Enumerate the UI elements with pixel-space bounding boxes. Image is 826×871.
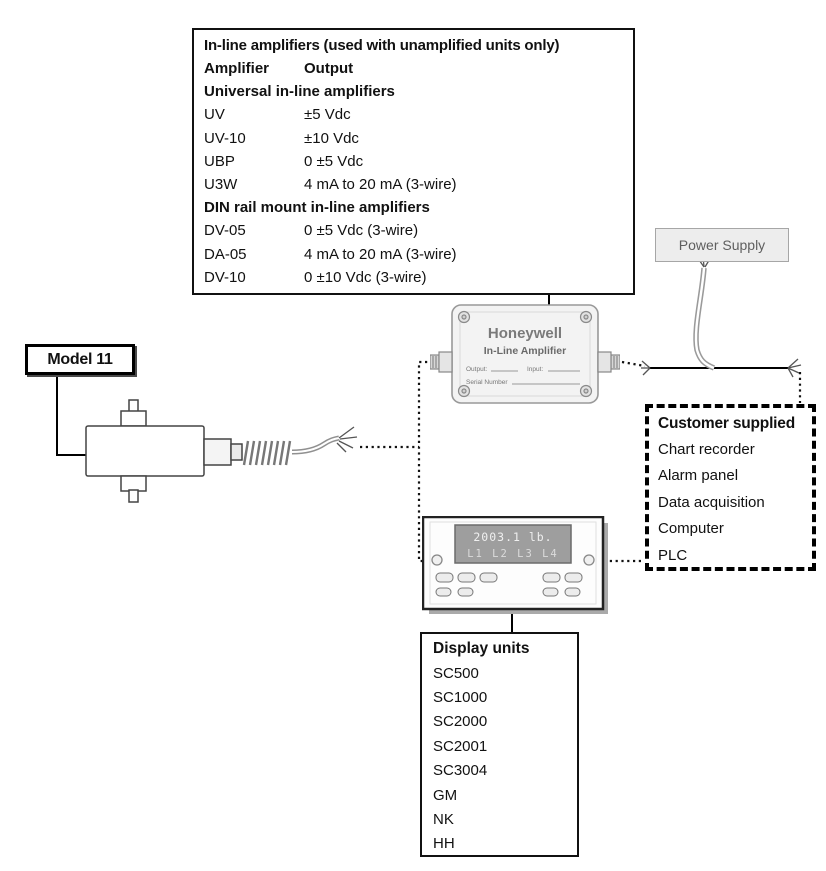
amp-model: UV <box>204 106 225 124</box>
lcd-readout-channels: L1 L2 L3 L4 <box>467 548 559 560</box>
display-unit-item: SC3004 <box>433 762 488 780</box>
cable-gland-left <box>430 351 453 373</box>
column-header-output: Output <box>304 60 354 77</box>
power-supply-box: Power Supply <box>655 228 789 262</box>
display-unit-item: SC500 <box>433 664 479 682</box>
load-cell-body <box>85 399 243 503</box>
display-units-title: Display units <box>433 640 530 657</box>
customer-item: Chart recorder <box>658 441 755 458</box>
load-cell-illustration <box>85 399 358 503</box>
display-units-box: Display units SC500 SC1000 SC2000 SC2001… <box>420 632 579 857</box>
amplifier-serial-label: Serial Number <box>466 379 508 386</box>
mount-hole-left <box>431 554 443 566</box>
customer-item: Alarm panel <box>658 467 739 485</box>
model-11-label-box: Model 11 <box>25 344 135 375</box>
customer-item: Data acquisition <box>658 493 765 511</box>
amplifier-table-title: In-line amplifiers (used with unamplifie… <box>204 37 560 54</box>
amp-model: DV-10 <box>204 268 246 286</box>
amp-output-dotted-line <box>621 360 646 368</box>
mount-hole-right <box>583 554 595 566</box>
amp-output: ±10 Vdc <box>304 129 359 147</box>
amplifier-brand-label: Honeywell <box>488 325 562 342</box>
cable-gland-right <box>597 351 620 373</box>
customer-supplied-title: Customer supplied <box>658 415 795 432</box>
column-header-amplifier: Amplifier <box>204 60 270 77</box>
display-unit-item: HH <box>433 835 455 853</box>
frayed-wires-power-right <box>787 358 802 378</box>
corner-screws <box>457 310 593 398</box>
model-11-label: Model 11 <box>47 350 113 368</box>
amp-output: 0 ±10 Vdc (3-wire) <box>304 268 427 286</box>
frayed-wires-sensor <box>336 426 358 453</box>
amp-output: ±5 Vdc <box>304 106 351 124</box>
amplifier-input-label: Input: <box>527 366 543 373</box>
amp-model: UV-10 <box>204 129 246 147</box>
customer-supplied-box: Customer supplied Chart recorder Alarm p… <box>645 404 816 571</box>
display-unit-item: SC2000 <box>433 713 488 731</box>
lcd-screen <box>454 524 572 564</box>
power-supply-label: Power Supply <box>678 237 766 253</box>
display-device: 2003.1 lb. L1 L2 L3 L4 <box>422 516 608 614</box>
amp-output: 0 ±5 Vdc (3-wire) <box>304 222 419 240</box>
inline-amplifier-device: Honeywell In-Line Amplifier Output: Inpu… <box>430 304 620 404</box>
amplifier-table: Amplifier Output Universal in-line ampli… <box>204 57 625 289</box>
display-buttons <box>435 572 583 597</box>
amp-model: U3W <box>204 176 238 194</box>
section-header-universal: Universal in-line amplifiers <box>204 83 395 101</box>
amp-model: DA-05 <box>204 245 247 263</box>
amplifier-name-label: In-Line Amplifier <box>484 345 566 357</box>
frayed-wires-power-left <box>641 360 651 376</box>
amplifier-output-label: Output: <box>466 366 488 373</box>
amp-output: 4 mA to 20 mA (3-wire) <box>304 245 457 263</box>
amp-output: 4 mA to 20 mA (3-wire) <box>304 176 457 194</box>
amplifier-table-box: In-line amplifiers (used with unamplifie… <box>192 28 635 295</box>
amp-model: UBP <box>204 152 235 170</box>
cable-strain-relief-coil <box>242 440 292 466</box>
amp-output: 0 ±5 Vdc <box>304 152 364 170</box>
customer-item: Computer <box>658 520 724 538</box>
lcd-readout-value: 2003.1 lb. <box>473 530 552 544</box>
display-unit-item: GM <box>433 786 458 804</box>
display-unit-item: SC1000 <box>433 688 488 706</box>
display-unit-item: NK <box>433 810 454 828</box>
section-header-din-rail: DIN rail mount in-line amplifiers <box>204 199 430 217</box>
power-cable <box>693 267 716 371</box>
display-unit-item: SC2001 <box>433 737 488 755</box>
customer-item: PLC <box>658 546 688 564</box>
amp-model: DV-05 <box>204 222 246 240</box>
